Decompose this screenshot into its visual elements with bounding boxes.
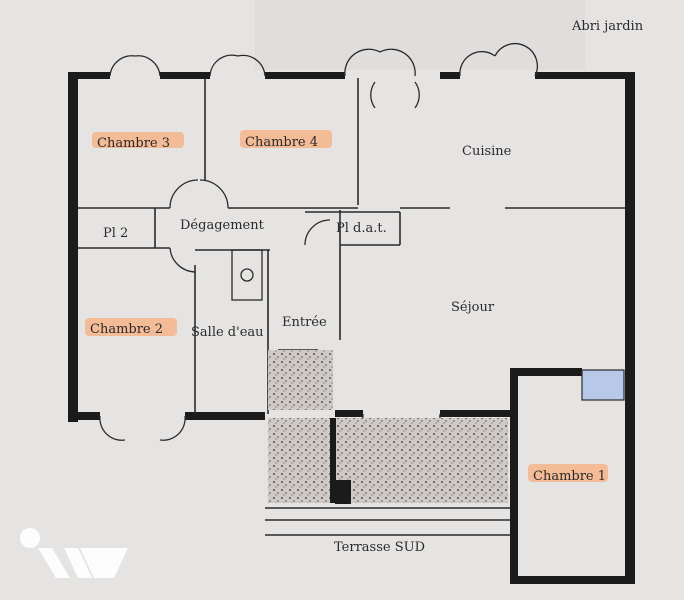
entree-floor-hatch bbox=[268, 350, 333, 410]
label-cuisine: Cuisine bbox=[462, 144, 512, 159]
label-terrasse-sud: Terrasse SUD bbox=[334, 540, 425, 555]
label-chambre4: Chambre 4 bbox=[245, 135, 318, 150]
label-abri-jardin: Abri jardin bbox=[571, 19, 644, 34]
label-pl2: Pl 2 bbox=[103, 226, 128, 241]
chambre1-highlight bbox=[528, 464, 608, 482]
label-salle-eau: Salle d'eau bbox=[191, 325, 264, 340]
terrasse-hatch bbox=[268, 418, 508, 503]
stair-marker bbox=[581, 369, 625, 401]
label-sejour: Séjour bbox=[451, 300, 495, 315]
chambre4-highlight bbox=[240, 130, 332, 148]
label-degagement: Dégagement bbox=[180, 218, 265, 233]
label-pl-dat: Pl d.a.t. bbox=[336, 221, 387, 236]
chambre3-highlight bbox=[92, 132, 184, 148]
label-chambre2: Chambre 2 bbox=[90, 322, 163, 337]
watermark-logo bbox=[20, 528, 128, 578]
label-chambre1: Chambre 1 bbox=[533, 469, 606, 484]
chambre2-highlight bbox=[85, 318, 177, 336]
outer-walls bbox=[68, 72, 635, 584]
label-chambre3: Chambre 3 bbox=[97, 136, 170, 151]
label-entree: Entrée bbox=[282, 315, 327, 330]
shower bbox=[231, 249, 263, 301]
